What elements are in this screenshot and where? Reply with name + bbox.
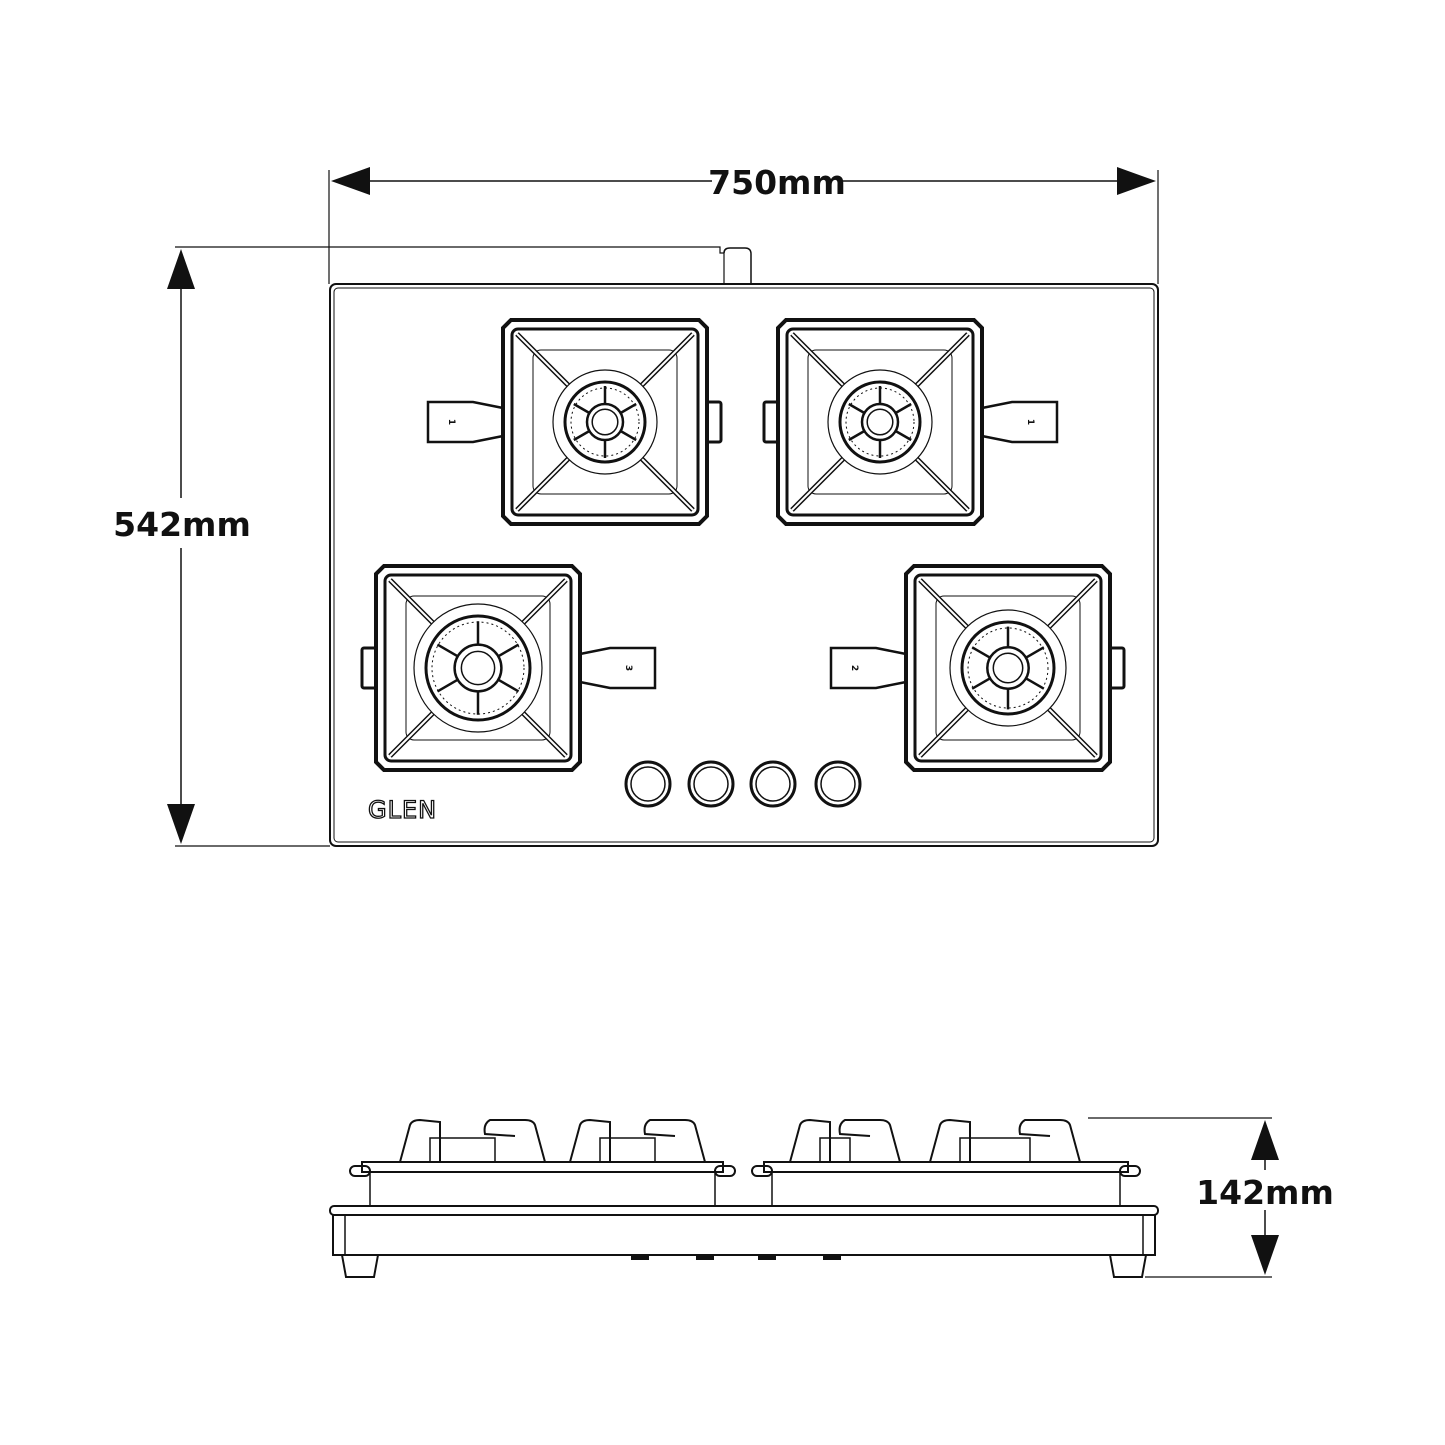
knob-group xyxy=(624,760,862,808)
foot xyxy=(1109,1254,1147,1278)
pan-support-side xyxy=(763,1161,1129,1173)
control-knob-4[interactable] xyxy=(814,760,862,808)
side-clip xyxy=(762,400,780,444)
arrow-right-icon xyxy=(1117,167,1156,195)
width-label: 750mm xyxy=(708,163,846,202)
burner-group: 1 1 3 2 xyxy=(360,318,1126,772)
burner-ring xyxy=(960,620,1056,716)
brand-logo: GLEN xyxy=(368,796,437,824)
pan-support-side xyxy=(361,1161,724,1173)
arrow-down-icon xyxy=(167,804,195,844)
control-knob-1[interactable] xyxy=(624,760,672,808)
burner-ring xyxy=(563,380,647,464)
height-dimension: 142mm xyxy=(1088,1117,1334,1278)
pan-support-arm xyxy=(981,400,1059,444)
burner-bottom-left: 3 xyxy=(360,564,657,772)
burner-cap xyxy=(591,408,619,436)
support-label: 1 xyxy=(1025,419,1035,425)
arrow-up-icon xyxy=(167,249,195,289)
knob-stem xyxy=(696,1255,714,1260)
support-label: 2 xyxy=(849,665,859,671)
depth-label: 542mm xyxy=(113,505,251,544)
arrow-left-icon xyxy=(331,167,370,195)
foot xyxy=(341,1254,379,1278)
control-knob-3[interactable] xyxy=(749,760,797,808)
side-clip xyxy=(360,646,378,690)
burner-top-right: 1 xyxy=(762,318,1059,526)
burner-cap xyxy=(460,650,496,686)
pan-support-arm xyxy=(829,646,907,690)
burner-side xyxy=(819,1137,851,1163)
burner-top-left: 1 xyxy=(426,318,723,526)
width-dimension: 750mm xyxy=(328,163,1159,284)
height-label: 142mm xyxy=(1196,1173,1334,1212)
knob-stem xyxy=(758,1255,776,1260)
pan-support-frame xyxy=(374,564,582,772)
knob-stem xyxy=(631,1255,649,1260)
pan-support-arm xyxy=(579,646,657,690)
burner-side xyxy=(959,1137,1031,1163)
control-knob-2[interactable] xyxy=(687,760,735,808)
pan-support-frame xyxy=(904,564,1112,772)
side-clip xyxy=(1108,646,1126,690)
burner-cap xyxy=(866,408,894,436)
side-view xyxy=(329,1118,1159,1278)
arrow-down-icon xyxy=(1251,1235,1279,1275)
burner-bottom-right: 2 xyxy=(829,564,1126,772)
burner-cap xyxy=(992,652,1024,684)
knob-stem xyxy=(823,1255,841,1260)
hob-top-plate xyxy=(329,283,1159,847)
burner-ring xyxy=(424,614,532,722)
support-label: 3 xyxy=(623,665,633,671)
support-label: 1 xyxy=(446,419,456,425)
arrow-up-icon xyxy=(1251,1120,1279,1160)
side-clip xyxy=(705,400,723,444)
pan-support-frame xyxy=(501,318,709,526)
pan-support-arm xyxy=(426,400,504,444)
burner-ring xyxy=(838,380,922,464)
pan-support-frame xyxy=(776,318,984,526)
burner-side xyxy=(429,1137,496,1163)
burner-side xyxy=(599,1137,656,1163)
depth-dimension: 542mm xyxy=(113,246,752,847)
